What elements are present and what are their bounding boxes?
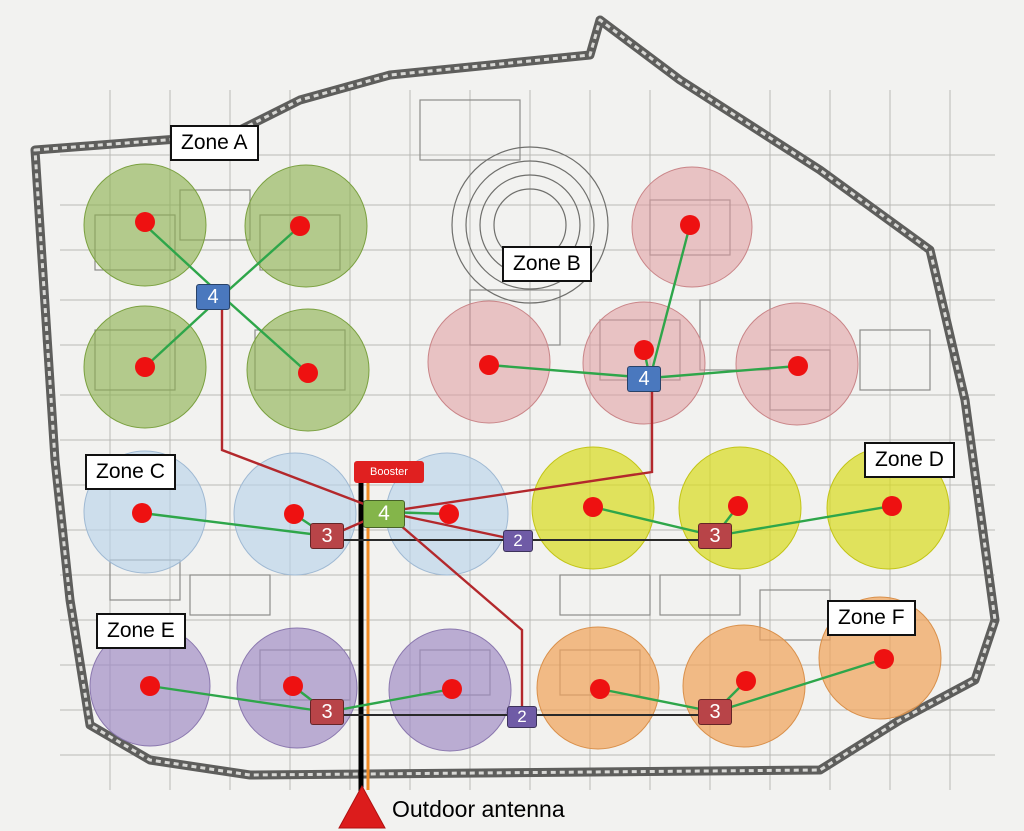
zone-c-label: Zone C	[85, 454, 176, 490]
antenna-point	[284, 504, 304, 524]
zone-a-label: Zone A	[170, 125, 259, 161]
antenna-point	[135, 357, 155, 377]
antenna-point	[882, 496, 902, 516]
zone-f-label: Zone F	[827, 600, 916, 636]
central-splitter: 4	[363, 500, 405, 528]
coverage-circle	[582, 301, 706, 425]
antenna-point	[634, 340, 654, 360]
zone-e-splitter: 3	[310, 699, 344, 725]
antenna-point	[298, 363, 318, 383]
upper-two-way-splitter: 2	[503, 530, 533, 552]
antenna-point	[135, 212, 155, 232]
antenna-point	[140, 676, 160, 696]
zone-e-label: Zone E	[96, 613, 186, 649]
antenna-point	[442, 679, 462, 699]
zone-b-splitter: 4	[627, 366, 661, 392]
antenna-point	[736, 671, 756, 691]
antenna-point	[728, 496, 748, 516]
outdoor-antenna-label: Outdoor antenna	[392, 796, 565, 822]
zone-f-splitter: 3	[698, 699, 732, 725]
antenna-point	[132, 503, 152, 523]
zone-d-splitter: 3	[698, 523, 732, 549]
antenna-point	[479, 355, 499, 375]
antenna-point	[788, 356, 808, 376]
antenna-point	[283, 676, 303, 696]
zone-d-label: Zone D	[864, 442, 955, 478]
building-outline-inner	[33, 18, 997, 777]
booster-box: Booster	[354, 461, 424, 483]
antenna-point	[874, 649, 894, 669]
outdoor-antenna-icon	[338, 784, 386, 829]
antenna-point	[680, 215, 700, 235]
zone-c-splitter: 3	[310, 523, 344, 549]
antenna-points	[132, 212, 902, 699]
zone-b-label: Zone B	[502, 246, 592, 282]
lower-two-way-splitter: 2	[507, 706, 537, 728]
antenna-point	[583, 497, 603, 517]
zone-a-splitter: 4	[196, 284, 230, 310]
antenna-point	[590, 679, 610, 699]
antenna-point	[290, 216, 310, 236]
antenna-point	[439, 504, 459, 524]
